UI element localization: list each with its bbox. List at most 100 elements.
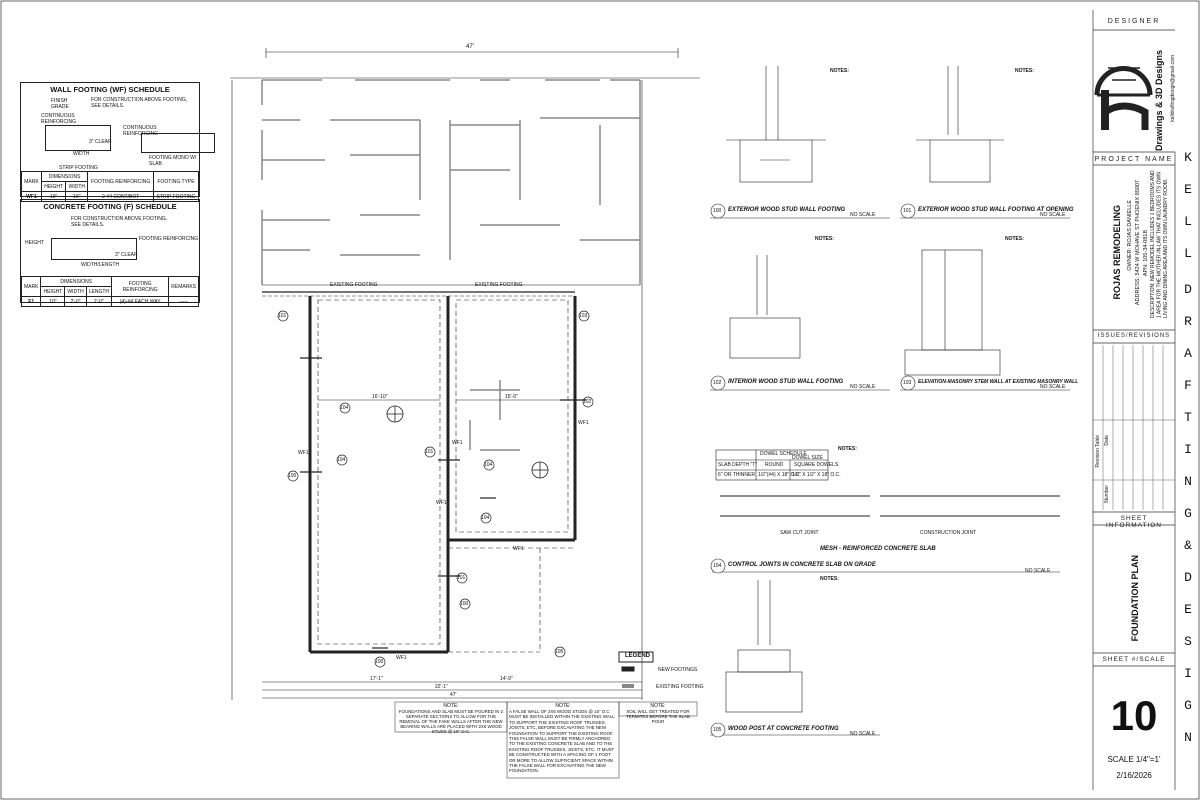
company-logo [1094,66,1153,130]
concrete-width-label: WIDTH/LENGTH [81,262,120,268]
detail-105-scale: NO SCALE [850,731,876,737]
bottom-dim-2: 22'-1" [435,684,448,690]
brand-letter: K [1184,150,1192,165]
detail-notes-100: NOTES: [830,68,849,74]
existing-footing-label-1: EXISTING FOOTING [330,282,378,288]
callout-102: 102 [583,399,592,405]
detail-105-title: WOOD POST AT CONCRETE FOOTING [728,726,839,732]
brand-letter: E [1184,182,1192,197]
concrete-clear-label: 3" CLEAR [115,252,138,258]
wall-schedule-note: FOR CONSTRUCTION ABOVE FOOTING, SEE DETA… [91,97,188,109]
th-height: HEIGHT [40,181,67,192]
brand-letter: I [1184,442,1192,457]
sheet-scale: SCALE 1/4"=1' [1107,755,1161,764]
dowel-schedule-title: DOWEL SCHEDULE [760,451,807,457]
detail-101-scale: NO SCALE [1040,212,1066,218]
th-width: WIDTH [65,181,89,192]
plan-note-3-text: SOIL WILL GET TREATED FOR TERMITES BEFOR… [626,709,690,724]
brand-letter: D [1184,570,1192,585]
title-block [1092,10,1176,790]
callout-103a: 103 [579,313,588,319]
mono-footing-label: FOOTING MONO W/ SLAB [149,155,197,167]
cell-c-reinforcing: (4)-#4 EACH WAY [111,296,170,307]
existing-footing-label-2: EXISTING FOOTING [475,282,523,288]
company-name: Drawings & 3D Designs [1154,50,1164,152]
callout-104a: 104 [340,405,349,411]
reinforcing-label: CONTINUOUS REINFORCING [41,113,76,125]
detail-notes-101: NOTES: [1015,68,1034,74]
concrete-schedule-note: FOR CONSTRUCTION ABOVE FOOTING, SEE DETA… [71,216,168,228]
project-title: ROJAS REMODELING [1112,205,1122,300]
th-c-height: HEIGHT [40,286,66,297]
th-mark: MARK [21,171,42,192]
legend-existing-footing: EXISTING FOOTING [656,684,704,690]
project-description-text: DESCRIPTION: NEW REMODEL INCLUDES 1 BEDR… [1150,170,1169,318]
reinforcing-label-2: CONTINUOUS REINFORCING [123,125,158,137]
detail-notes-103: NOTES: [1005,236,1024,242]
detail-102-title: INTERIOR WOOD STUD WALL FOOTING [728,379,844,385]
detail-103-scale: NO SCALE [1040,384,1066,390]
detail-101-num: 101 [903,208,912,214]
wf-label-5: WF1 [396,655,407,661]
issues-label: ISSUES/REVISIONS [1097,333,1171,339]
concrete-height-label: HEIGHT [25,240,44,246]
bottom-dim-1: 17'-1" [370,676,383,682]
th-dimensions: DIMENSIONS [40,171,89,182]
brand-letter: A [1184,346,1192,361]
plan-note-1-text: FOUNDATIONS AND SLAB MUST BE POURED IN 2… [398,709,504,734]
brand-letter: T [1184,410,1192,425]
slab-label: MESH - REINFORCED CONCRETE SLAB [820,546,936,552]
concrete-reinforcing-label: FOOTING REINFORCING [139,236,199,242]
saw-cut-label: SAW CUT JOINT [780,530,819,536]
dowel-row-depth: 6" OR THINNER [718,472,755,478]
brand-letter: E [1184,602,1192,617]
bottom-dim-3: 14'-9" [500,676,513,682]
bottom-dim-4: 47' [450,692,457,698]
wf-label-3: WF1 [578,420,589,426]
detail-105-num: 105 [713,727,722,733]
callout-101b: 101 [425,449,434,455]
wf-label-6: WF1 [452,440,463,446]
brand-letter: G [1184,506,1192,521]
detail-104-scale: NO SCALE [1025,568,1051,574]
detail-102-num: 102 [713,380,722,386]
dowel-col-size: DOWEL SIZE [792,455,823,461]
callout-100b: 100 [460,601,469,607]
sheet-date: 2/16/2026 [1116,771,1152,780]
brand-vertical: K E L L D R A F T I N G & D E S I G N [1180,150,1196,760]
cell-c-height: 10" [40,296,66,307]
plan-note-2-title: NOTE: [555,703,571,709]
plan-note-1-title: NOTE: [443,703,459,709]
callout-105: 105 [555,649,564,655]
designer-label: DESIGNER [1107,18,1161,25]
brand-letter: D [1184,282,1192,297]
plan-note-2: NOTE: A FALSE WALL OF 2X6 WOOD STUDS @ 1… [509,703,617,774]
detail-103-num: 103 [903,380,912,386]
th-c-mark: MARK [20,276,42,297]
detail-103-title: ELEVATION-MASONRY STEM WALL AT EXISTING … [918,379,1079,385]
concrete-footing-sketch [51,238,137,260]
concrete-footing-schedule: CONCRETE FOOTING (F) SCHEDULE FOR CONSTR… [20,199,200,307]
cell-c-mark: F1 [20,296,42,307]
foundation-plan [230,48,700,779]
callout-104b: 104 [337,457,346,463]
brand-letter: & [1184,538,1192,553]
callout-100a: 100 [288,473,297,479]
strip-footing-sketch [45,125,111,151]
detail-notes-105: NOTES: [820,576,839,582]
wall-schedule-title: WALL FOOTING (WF) SCHEDULE [50,85,170,94]
cell-type: STRIP FOOTING [153,191,199,202]
detail-100-num: 100 [713,208,722,214]
inner-dim-1: 16'-10" [372,394,388,400]
detail-notes-102: NOTES: [815,236,834,242]
brand-letter: I [1184,666,1192,681]
revision-table-title: Revision Table [1095,435,1101,468]
brand-letter: N [1184,730,1192,745]
callout-100c: 100 [375,659,384,665]
plan-note-3: NOTE: SOIL WILL GET TREATED FOR TERMITES… [621,703,695,724]
th-c-length: LENGTH [85,286,113,297]
plan-dim-top: 47' [466,44,474,50]
detail-100-title: EXTERIOR WOOD STUD WALL FOOTING [728,207,846,213]
brand-letter: F [1184,378,1192,393]
